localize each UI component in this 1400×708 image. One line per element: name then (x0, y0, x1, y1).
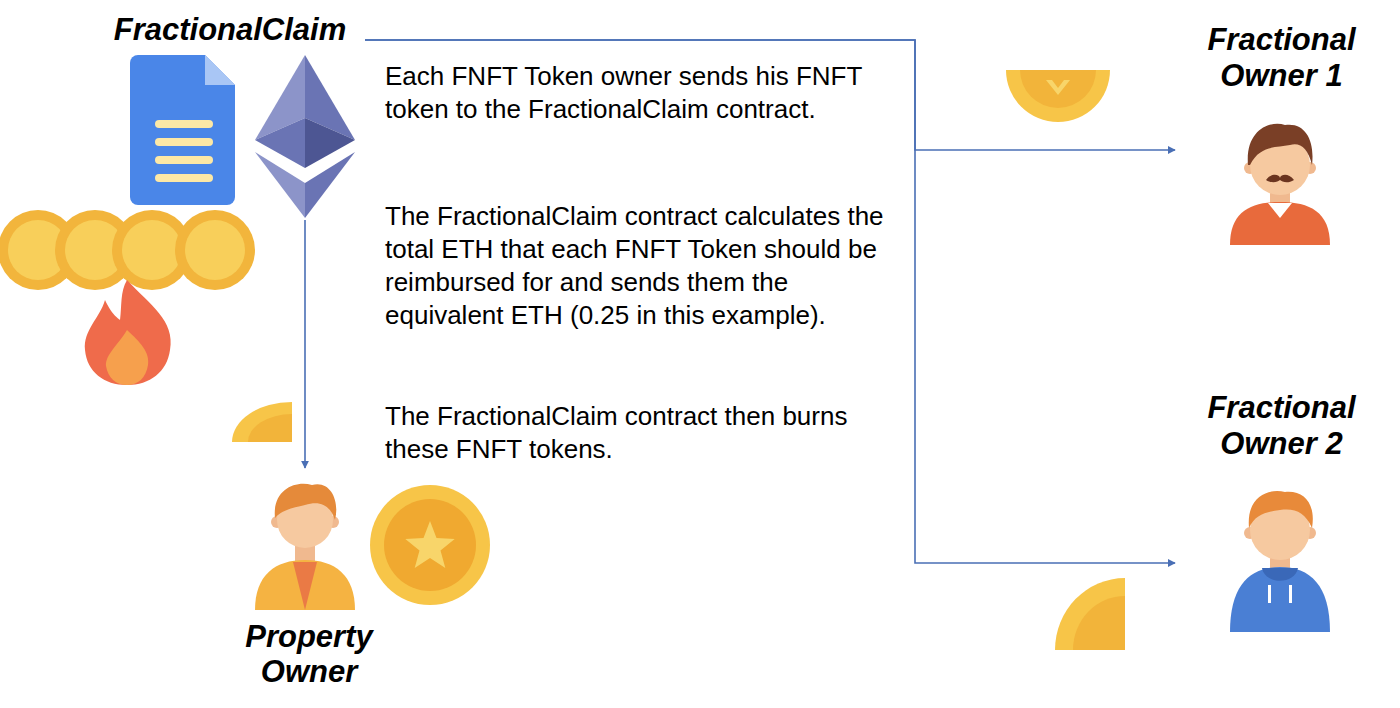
node-title: FractionalClaim (114, 12, 347, 48)
person-icon (1268, 585, 1271, 603)
person-icon (293, 562, 317, 610)
coin-share (232, 402, 292, 442)
description-text: Each FNFT Token owner sends his FNFT tok… (385, 60, 893, 126)
person-icon (255, 484, 355, 610)
person-icon (1230, 567, 1330, 632)
document-icon (155, 174, 213, 182)
document-icon (130, 55, 235, 205)
person-icon (275, 484, 337, 520)
document-icon (205, 55, 235, 85)
coin-share (1055, 578, 1125, 650)
person-node: Fractional Owner 1 (1175, 22, 1388, 247)
coin-share (1055, 578, 1125, 650)
person-icon (1289, 585, 1292, 603)
coin-share (1006, 70, 1110, 122)
burning-coins (185, 220, 245, 280)
coin-share (248, 414, 292, 442)
person-node: Property Owner (220, 468, 398, 690)
document-icon (155, 138, 213, 146)
flow-arrow (304, 220, 306, 468)
burning-coins (175, 210, 255, 290)
coin-share (1006, 70, 1110, 122)
node-title: Fractional Owner 1 (1175, 22, 1388, 93)
ethereum-logo (305, 152, 355, 218)
person-icon (255, 560, 355, 610)
node-title: Fractional Owner 2 (1175, 390, 1388, 461)
contract-node: FractionalClaim (95, 12, 365, 220)
node-title: Property Owner (220, 619, 398, 690)
person-icon (1268, 203, 1292, 218)
burning-coins (106, 330, 148, 385)
burning-coins (0, 210, 255, 385)
star-coin (405, 521, 454, 568)
coin-share (232, 402, 292, 442)
person-icon (1262, 568, 1298, 581)
document-icon (155, 156, 213, 164)
flow-arrow (365, 40, 1175, 563)
person-node: Fractional Owner 2 (1175, 390, 1388, 635)
star-coin (370, 485, 490, 605)
description-text: The FractionalClaim contract then burns … (385, 400, 893, 466)
person-icon (1266, 175, 1294, 182)
burning-coins (122, 220, 182, 280)
document-icon (155, 120, 213, 128)
ethereum-logo (255, 152, 305, 218)
person-icon (1249, 491, 1313, 528)
star-coin (384, 499, 476, 591)
ethereum-logo (255, 55, 355, 218)
burning-coins (85, 280, 171, 385)
document-icon (130, 55, 235, 205)
person-icon (1248, 124, 1313, 165)
person-icon (1230, 491, 1330, 632)
star-coin (370, 485, 490, 605)
coin-share (1073, 596, 1125, 650)
coin-share (1020, 70, 1096, 108)
description-text: The FractionalClaim contract calculates … (385, 200, 893, 332)
person-icon (1230, 202, 1330, 245)
person-icon (1230, 124, 1330, 245)
flow-arrow (365, 40, 1175, 150)
coin-share (1046, 80, 1070, 95)
